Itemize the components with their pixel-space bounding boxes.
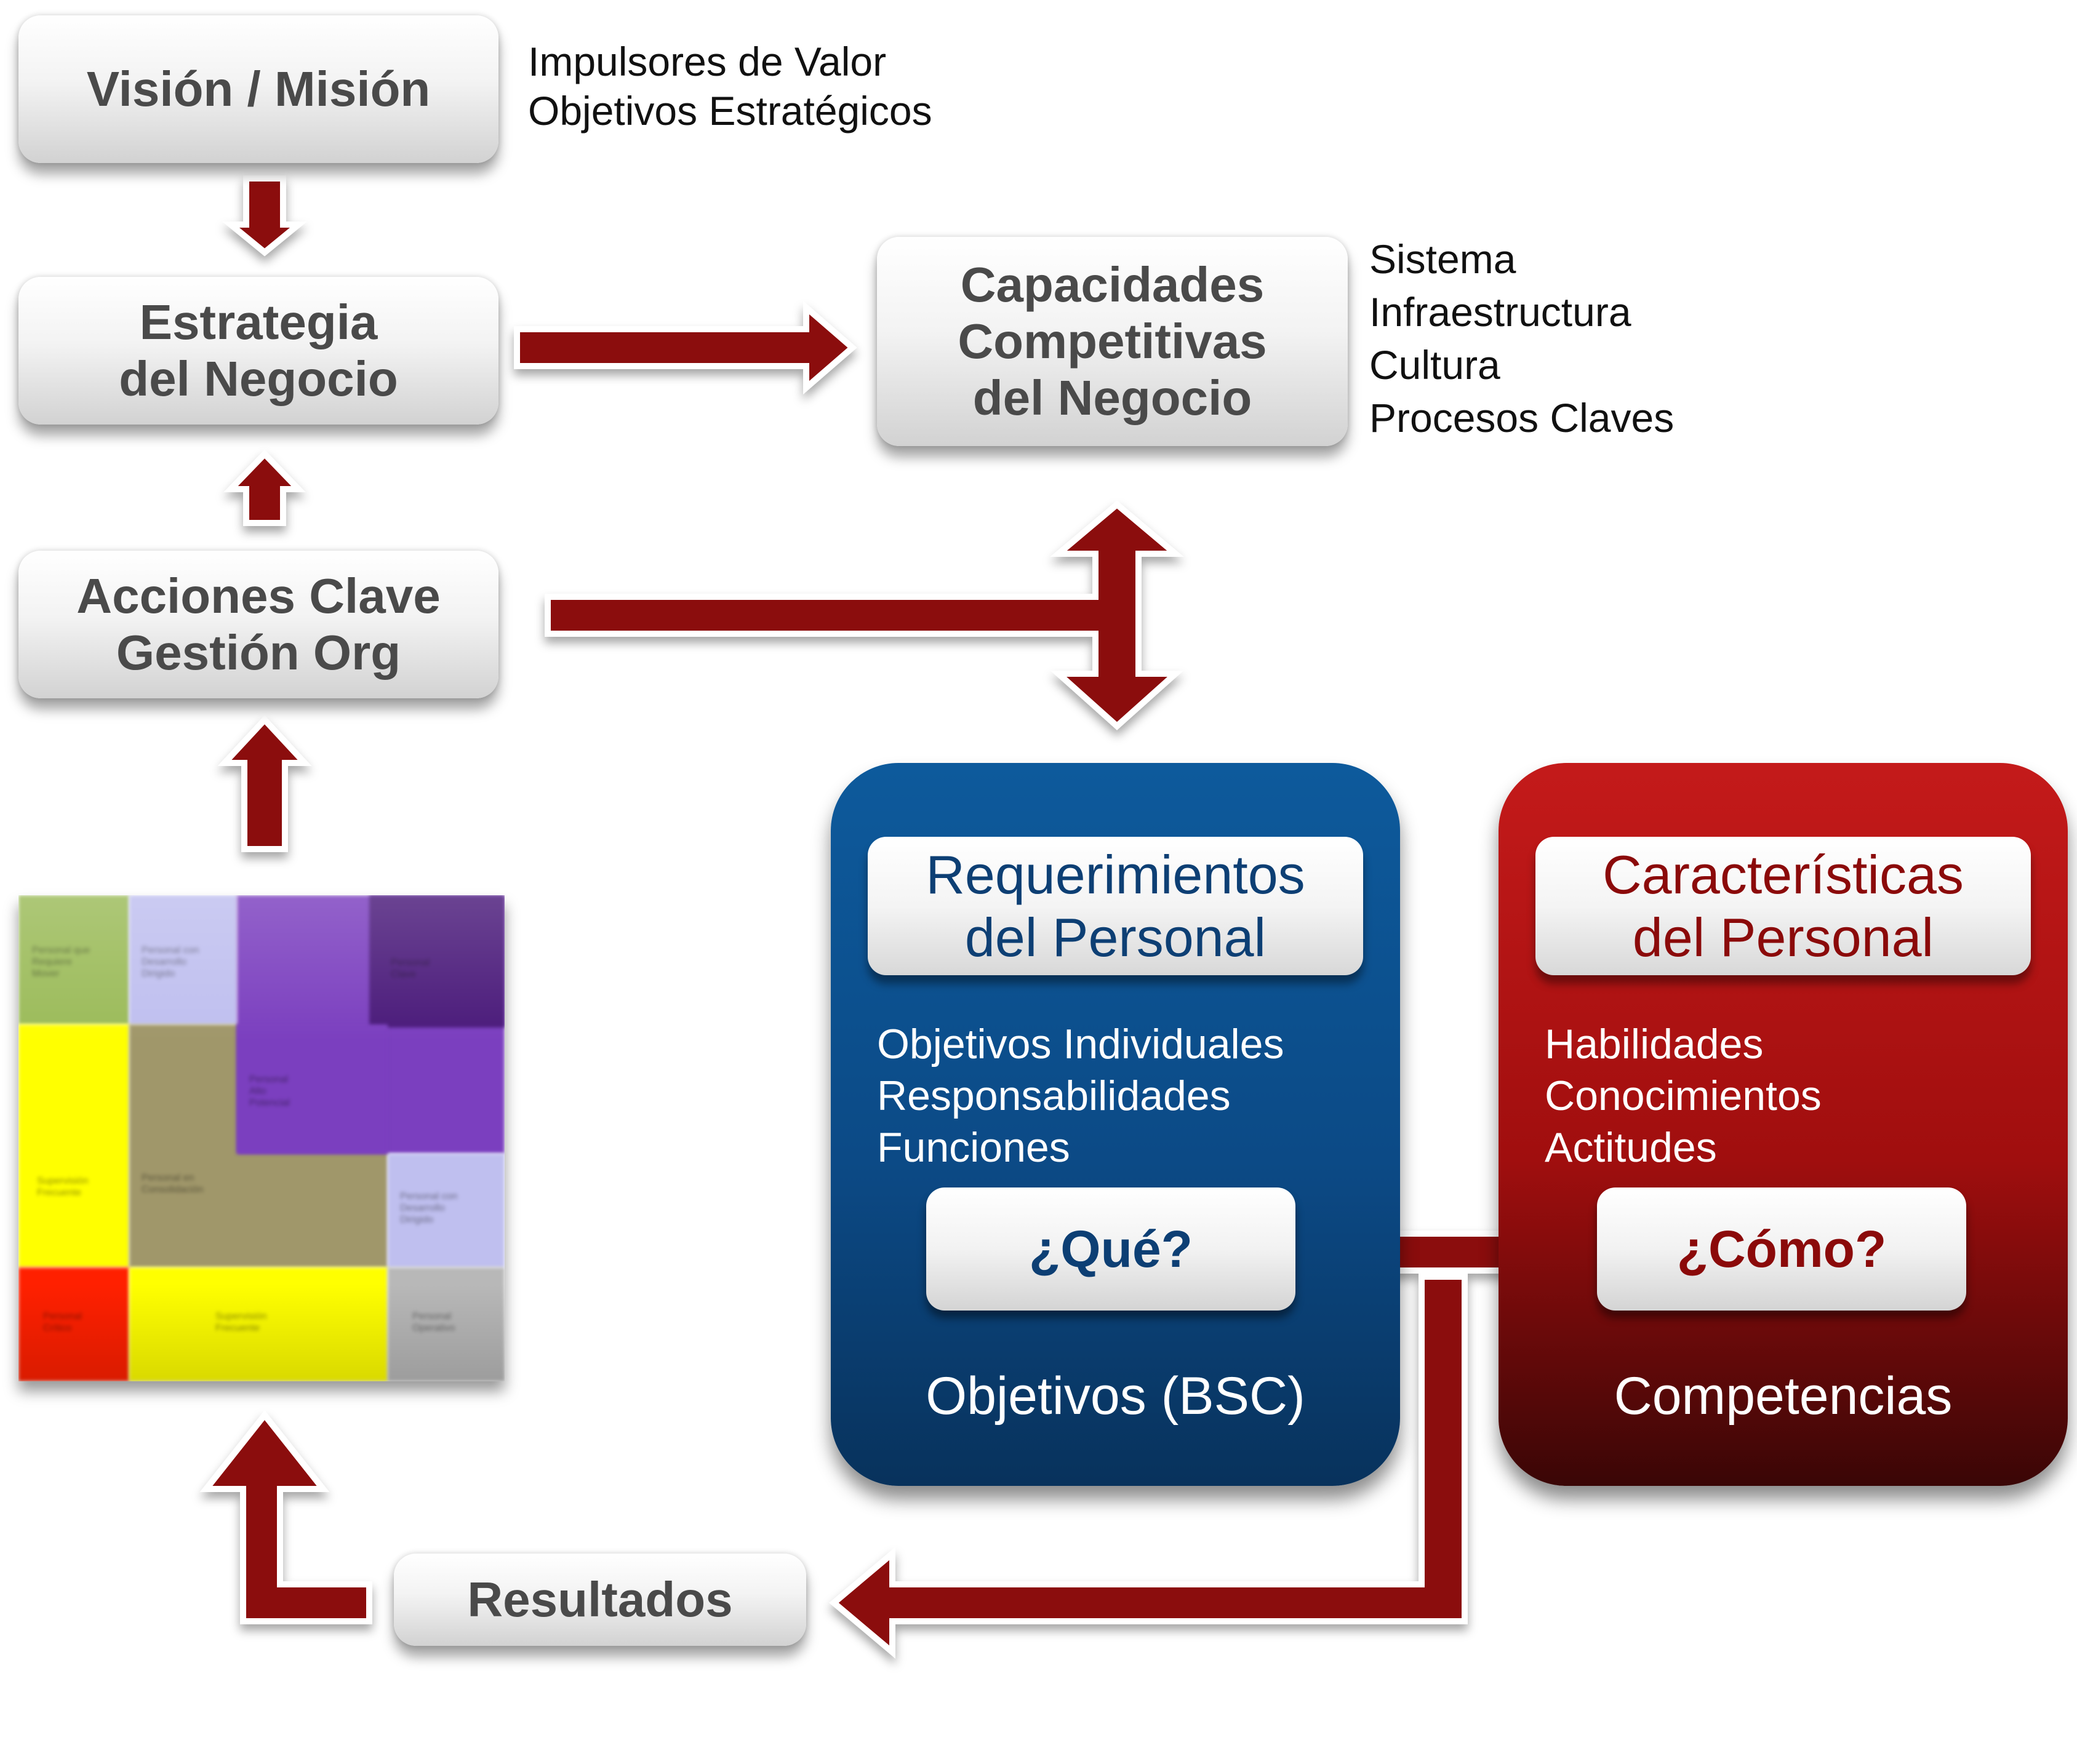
caracteristicas-title-line-1: Características: [1603, 844, 1964, 905]
box-vision-mision: Visión / Misión: [18, 15, 498, 163]
matrix-cell-label-line: Dirigido: [400, 1215, 434, 1225]
matrix-cell-label-line: Personal: [249, 1074, 289, 1085]
matrix-cell-label-line: Potencial: [249, 1098, 290, 1108]
matrix-cell-label-line: Personal que: [32, 945, 90, 956]
box-acciones-line-1: Acciones Clave: [76, 569, 441, 623]
matrix-cell-label-line: Frecuente: [37, 1187, 82, 1198]
requerimientos-item-1: Objetivos Individuales: [877, 1021, 1284, 1068]
question-que: ¿Qué?: [926, 1187, 1295, 1311]
note-vision-line-2: Objetivos Estratégicos: [528, 88, 932, 134]
matrix-cell-label-line: Consolidación: [142, 1184, 204, 1195]
box-estrategia-line-1: Estrategia: [139, 295, 378, 349]
result-objetivos-label: Objetivos (BSC): [926, 1367, 1305, 1426]
box-acciones-line-2: Gestión Org: [116, 625, 401, 680]
note-capacidades-line-4: Procesos Claves: [1369, 395, 1675, 441]
arrow-loop-resultados-matrix: [829, 1274, 1468, 1659]
matrix-cell-label-line: Personal: [412, 1311, 452, 1322]
matrix-cell-label-line: Alto: [249, 1086, 266, 1096]
arrow-up-resultados-matrix: [199, 1410, 372, 1624]
box-resultados: Resultados: [394, 1554, 806, 1646]
result-objetivos-bsc: Objetivos (BSC): [831, 1366, 1400, 1427]
caracteristicas-item-1: Habilidades: [1545, 1021, 1764, 1068]
panel-caracteristicas-title: Características del Personal: [1535, 837, 2031, 975]
box-estrategia-line-2: del Negocio: [119, 351, 398, 406]
requerimientos-item-3: Funciones: [877, 1124, 1070, 1171]
matrix-cell-label-line: Clave: [391, 969, 416, 980]
matrix-cell-label-line: Supervisión: [215, 1311, 267, 1322]
caracteristicas-title-line-2: del Personal: [1632, 906, 1934, 968]
matrix-cell-label-line: Desarrollo: [400, 1203, 445, 1213]
result-competencias-label: Competencias: [1614, 1367, 1953, 1426]
matrix-cell-label-line: Requiere: [32, 957, 72, 967]
panel-requerimientos-title: Requerimientos del Personal: [868, 837, 1363, 975]
matrix-cell-label-line: Personal con: [400, 1191, 458, 1202]
arrow-up-acciones-estrategia: [223, 449, 306, 526]
matrix-cell-label-line: Personal: [43, 1311, 82, 1322]
matrix-cell-label-line: Personal en: [142, 1173, 194, 1183]
note-vision-line-1: Impulsores de Valor: [528, 39, 887, 84]
note-vision: Impulsores de Valor Objetivos Estratégic…: [528, 37, 932, 135]
matrix-cell-label-line: Mover: [32, 968, 60, 979]
matrix-cell-label-line: Personal con: [142, 945, 199, 956]
note-capacidades-line-1: Sistema: [1369, 236, 1516, 282]
caracteristicas-items: Habilidades Conocimientos Actitudes: [1545, 1018, 1822, 1173]
question-que-label: ¿Qué?: [1029, 1219, 1193, 1278]
question-como: ¿Cómo?: [1597, 1187, 1966, 1311]
box-acciones-clave: Acciones Clave Gestión Org: [18, 551, 498, 698]
requerimientos-title-line-2: del Personal: [964, 906, 1267, 968]
result-competencias: Competencias: [1499, 1366, 2068, 1427]
box-capacidades-competitivas: Capacidades Competitivas del Negocio: [877, 237, 1348, 446]
caracteristicas-item-3: Actitudes: [1545, 1124, 1717, 1171]
box-resultados-line-1: Resultados: [467, 1572, 733, 1627]
matrix-cell-label-line: Desarrollo: [142, 957, 186, 967]
matrix-cell-label-line: Personal: [391, 957, 430, 968]
arrow-down-vision-estrategia: [222, 175, 308, 257]
caracteristicas-item-2: Conocimientos: [1545, 1072, 1822, 1119]
note-capacidades: Sistema Infraestructura Cultura Procesos…: [1369, 233, 1674, 444]
box-vision-mision-line-1: Visión / Misión: [86, 62, 431, 116]
note-capacidades-line-3: Cultura: [1369, 342, 1500, 388]
arrow-right-estrategia-capacidades: [514, 301, 857, 394]
arrow-up-matrix-acciones: [217, 715, 312, 852]
matrix-cell-label-line: Operativo: [412, 1323, 455, 1333]
matrix-cell-label-line: Dirigido: [142, 968, 175, 979]
requerimientos-item-2: Responsabilidades: [877, 1072, 1231, 1119]
matrix-cell-label-line: Frecuente: [215, 1323, 260, 1333]
requerimientos-title-line-1: Requerimientos: [926, 844, 1305, 905]
question-como-label: ¿Cómo?: [1676, 1219, 1887, 1278]
box-capacidades-line-2: Competitivas: [958, 314, 1267, 369]
note-capacidades-line-2: Infraestructura: [1369, 289, 1631, 335]
matrix-cell-label-line: Supervisión: [37, 1176, 89, 1186]
matrix-cell-label-line: Crítico: [43, 1323, 72, 1333]
box-estrategia-negocio: Estrategia del Negocio: [18, 277, 498, 425]
requerimientos-items: Objetivos Individuales Responsabilidades…: [877, 1018, 1284, 1173]
box-capacidades-line-3: del Negocio: [972, 370, 1252, 425]
box-capacidades-line-1: Capacidades: [960, 257, 1265, 312]
arrow-acciones-to-capacidades-requerimientos: [545, 500, 1184, 730]
